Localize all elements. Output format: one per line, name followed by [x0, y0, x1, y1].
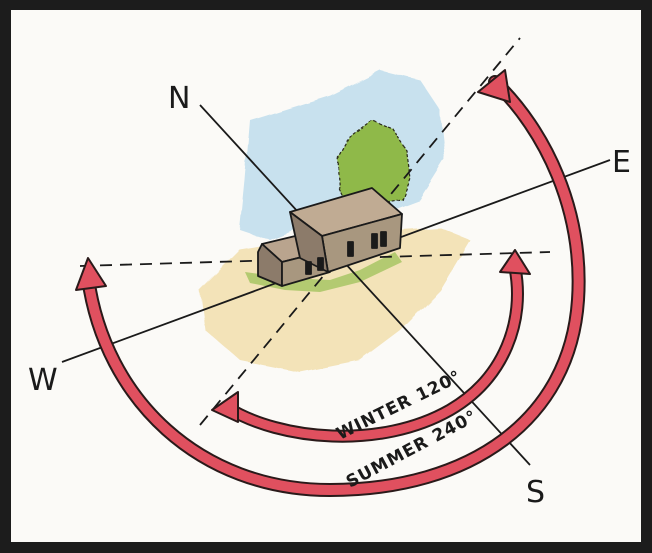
sun-path-diagram: N E S W WINTER 120° SUMMER 240°	[11, 10, 641, 542]
compass-east-label: E	[612, 145, 631, 180]
compass-south-label: S	[526, 475, 545, 510]
compass-north-label: N	[168, 81, 190, 116]
winter-arc-arrowhead-west	[212, 392, 238, 422]
compass-west-label: W	[28, 363, 58, 398]
sketch-paper: N E S W WINTER 120° SUMMER 240°	[11, 10, 641, 542]
summer-arc-arrowhead-west	[76, 258, 106, 290]
summer-arc-arrowhead-east	[478, 70, 510, 102]
